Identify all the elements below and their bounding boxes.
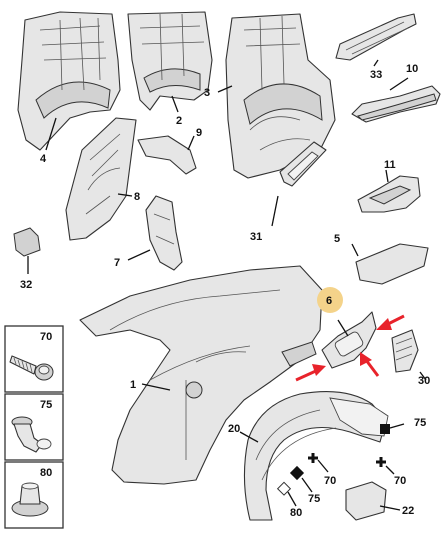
callout-10[interactable]: 10 [406, 63, 418, 75]
clip-icon [11, 416, 52, 453]
leader-lines [27, 59, 427, 511]
part-31-bracket[interactable] [279, 141, 327, 187]
screw-icon [9, 355, 54, 381]
part-22-mud-flap[interactable] [345, 481, 387, 521]
part-8-liner[interactable] [65, 117, 137, 241]
part-7-pillar-bracket[interactable] [145, 195, 183, 271]
callout-8[interactable]: 8 [134, 191, 140, 203]
callout-5[interactable]: 5 [334, 233, 340, 245]
highlight-circle [317, 287, 343, 313]
callout-31[interactable]: 31 [250, 231, 262, 243]
fastener-70-marker [308, 453, 318, 463]
legend-box-70[interactable]: 70 [4, 325, 64, 393]
callout-1[interactable]: 1 [130, 379, 136, 391]
legend-box-80[interactable]: 80 [4, 461, 64, 529]
callout-75[interactable]: 75 [414, 417, 426, 429]
callout-11[interactable]: 11 [384, 159, 396, 171]
part-1-quarter-panel[interactable] [79, 265, 323, 485]
callout-3[interactable]: 3 [204, 87, 210, 99]
part-10-bracket[interactable] [351, 85, 441, 123]
part-2-inner-panel[interactable] [127, 11, 213, 111]
part-4-inner-wheelhouse[interactable] [17, 11, 121, 151]
legend-label-70: 70 [40, 331, 52, 343]
fastener-75-marker [380, 424, 390, 434]
nut-icon [11, 482, 49, 517]
legend-box-75[interactable]: 75 [4, 393, 64, 461]
part-3-wheelhouse-assembly[interactable] [225, 13, 336, 179]
callout-6[interactable]: 6 [326, 295, 332, 307]
callout-33[interactable]: 33 [370, 69, 382, 81]
part-11-support[interactable] [357, 175, 421, 213]
callout-70-right[interactable]: 70 [394, 475, 406, 487]
callout-2[interactable]: 2 [176, 115, 182, 127]
part-5-cover[interactable] [355, 243, 429, 285]
callout-75-lower[interactable]: 75 [308, 493, 320, 505]
callout-80[interactable]: 80 [290, 507, 302, 519]
callout-32[interactable]: 32 [20, 279, 32, 291]
callout-30[interactable]: 30 [418, 375, 430, 387]
red-arrow-icon [295, 364, 326, 382]
part-32-clip[interactable] [13, 227, 41, 257]
red-arrow-icon [360, 352, 380, 377]
fastener-75-marker-lower [289, 465, 305, 481]
part-6-fuel-flap-housing[interactable] [321, 311, 377, 369]
part-30-grille[interactable] [391, 329, 419, 373]
callout-9[interactable]: 9 [196, 127, 202, 139]
red-arrow-icon [376, 314, 405, 330]
callout-20[interactable]: 20 [228, 423, 240, 435]
part-20-wheel-arch-liner[interactable] [243, 391, 389, 521]
callout-7[interactable]: 7 [114, 257, 120, 269]
part-33-rail[interactable] [335, 13, 417, 61]
legend-label-75: 75 [40, 399, 52, 411]
fastener-70-marker-right [376, 457, 386, 467]
part-9-trim[interactable] [137, 135, 197, 175]
callout-4[interactable]: 4 [40, 153, 47, 165]
callout-70[interactable]: 70 [324, 475, 336, 487]
callout-22[interactable]: 22 [402, 505, 414, 517]
legend-label-80: 80 [40, 467, 52, 479]
fastener-80-marker [276, 481, 292, 496]
